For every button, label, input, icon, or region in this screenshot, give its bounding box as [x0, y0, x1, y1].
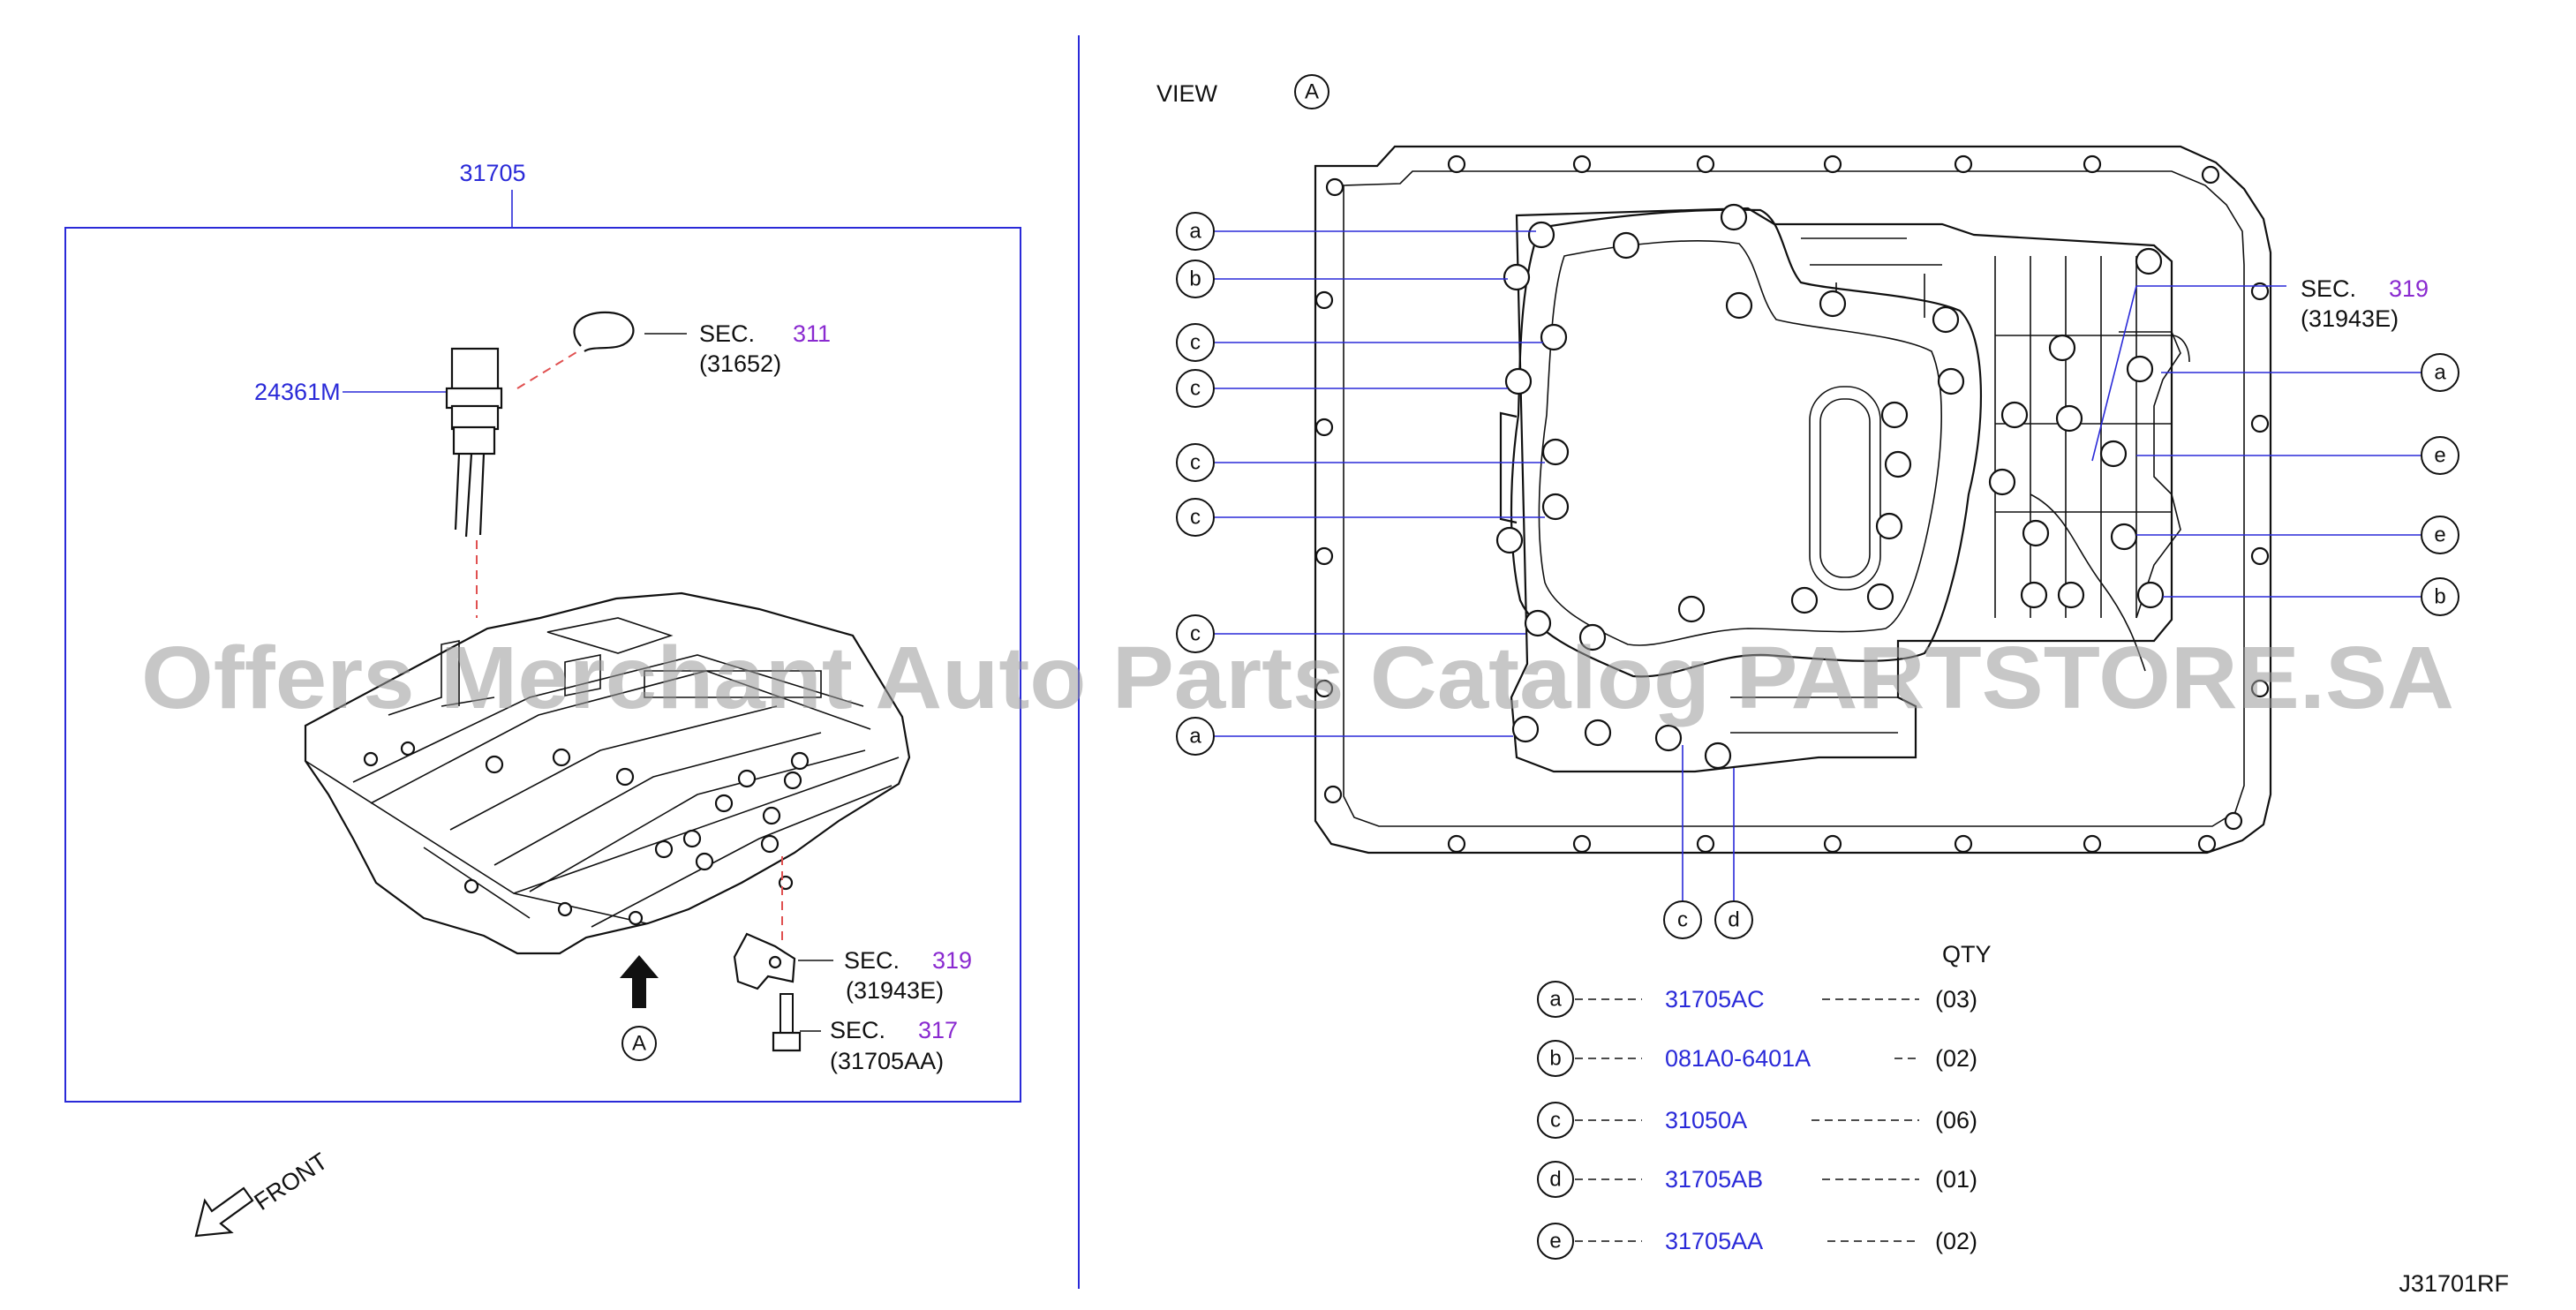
callout-e-right-2[interactable]	[2421, 516, 2459, 554]
callout-c-left-3[interactable]	[1176, 443, 1215, 482]
front-label: FRONT	[250, 1148, 333, 1216]
callout-d-bottom[interactable]	[1714, 900, 1753, 939]
sec-label-311: SEC.	[699, 320, 755, 347]
svg-text:a: a	[1549, 988, 1562, 1012]
callout-a-left-1[interactable]	[1176, 212, 1215, 251]
svg-text:c: c	[1190, 377, 1201, 401]
svg-text:d: d	[1549, 1168, 1561, 1192]
sec-number-319-left[interactable]: 319	[932, 947, 972, 974]
callout-b-right[interactable]	[2421, 577, 2459, 616]
sec-part-31652: (31652)	[699, 350, 781, 377]
assembly-frame	[64, 227, 1021, 1103]
sec-label-319-right: SEC.	[2301, 275, 2356, 302]
control-valve-body-illustration	[304, 591, 911, 955]
legend-qty-b: (02)	[1935, 1045, 1977, 1072]
svg-text:c: c	[1190, 506, 1201, 530]
assembly-part-number[interactable]: 31705	[459, 160, 525, 186]
legend-qty-e: (02)	[1935, 1228, 1977, 1254]
bolt-icon	[772, 993, 802, 1052]
legend-part-a[interactable]: 31705AC	[1665, 986, 1765, 1013]
legend-row-e[interactable]: e 31705AA (02)	[1537, 1223, 1977, 1260]
callout-c-left-2[interactable]	[1176, 369, 1215, 408]
right-bolt-callouts: a e e b	[2136, 353, 2459, 616]
svg-text:A: A	[632, 1032, 646, 1056]
legend-qty-a: (03)	[1935, 986, 1977, 1013]
svg-text:b: b	[1549, 1047, 1561, 1071]
sec-label-319-left: SEC.	[844, 947, 900, 974]
view-direction-arrow	[620, 955, 659, 1008]
view-label: VIEW	[1156, 80, 1218, 107]
legend-part-c[interactable]: 31050A	[1665, 1107, 1747, 1133]
bottom-bolt-callouts: c d	[1663, 745, 1753, 939]
svg-text:b: b	[2434, 585, 2445, 609]
callout-c-left-1[interactable]	[1176, 323, 1215, 362]
legend-part-e[interactable]: 31705AA	[1665, 1228, 1763, 1254]
bracket-icon	[733, 932, 796, 990]
callout-c-left-4[interactable]	[1176, 498, 1215, 537]
view-marker-right	[1294, 74, 1329, 109]
legend-row-a[interactable]: a 31705AC (03)	[1537, 981, 1977, 1018]
qty-header: QTY	[1942, 941, 1992, 967]
sec-number-317[interactable]: 317	[918, 1017, 958, 1043]
right-panel: VIEW A	[1156, 74, 2459, 939]
svg-text:c: c	[1677, 908, 1688, 932]
figure-code: J31701RF	[2399, 1270, 2509, 1297]
svg-text:e: e	[2434, 444, 2445, 468]
svg-text:a: a	[2434, 361, 2446, 385]
view-marker-left	[621, 1026, 657, 1061]
sensor-connector-icon	[445, 347, 503, 538]
svg-text:c: c	[1550, 1109, 1561, 1133]
legend-qty-d: (01)	[1935, 1166, 1977, 1193]
legend-row-c[interactable]: c 31050A (06)	[1537, 1102, 1977, 1139]
legend-part-b[interactable]: 081A0-6401A	[1665, 1045, 1811, 1072]
svg-text:a: a	[1189, 725, 1201, 749]
left-bolt-callouts: a b c c c c c a	[1176, 212, 1545, 756]
callout-c-bottom[interactable]	[1663, 900, 1702, 939]
svg-text:c: c	[1190, 622, 1201, 646]
callout-c-left-5[interactable]	[1176, 614, 1215, 653]
callout-e-right-1[interactable]	[2421, 436, 2459, 475]
oil-pan-gasket-outline	[1314, 145, 2272, 855]
bolt-legend-table: QTY a 31705AC (03) b 081A0-6401A (02) c …	[1537, 941, 1992, 1260]
svg-text:e: e	[1549, 1230, 1561, 1254]
svg-text:A: A	[1305, 80, 1319, 104]
sec-part-31943E-right: (31943E)	[2301, 305, 2399, 332]
legend-qty-c: (06)	[1935, 1107, 1977, 1133]
svg-text:a: a	[1189, 220, 1201, 244]
front-arrow-icon	[194, 1186, 254, 1238]
legend-row-d[interactable]: d 31705AB (01)	[1537, 1161, 1977, 1198]
sec-part-31705AA: (31705AA)	[830, 1048, 944, 1074]
sec-number-311[interactable]: 311	[793, 320, 831, 347]
callout-b-left-1[interactable]	[1176, 260, 1215, 298]
clip-icon	[573, 311, 635, 352]
callout-a-left-2[interactable]	[1176, 717, 1215, 756]
svg-text:c: c	[1190, 451, 1201, 475]
svg-text:e: e	[2434, 523, 2445, 547]
sec-number-319-right[interactable]: 319	[2389, 275, 2429, 302]
legend-row-b[interactable]: b 081A0-6401A (02)	[1537, 1040, 1977, 1077]
sensor-part-number[interactable]: 24361M	[254, 379, 341, 405]
svg-text:b: b	[1189, 267, 1201, 291]
sec-part-31943E-left: (31943E)	[846, 977, 944, 1004]
legend-part-d[interactable]: 31705AB	[1665, 1166, 1763, 1193]
watermark: Offers Merchant Auto Parts Catalog PARTS…	[141, 629, 2454, 727]
valve-body-plate	[1495, 203, 2190, 773]
sec-label-317: SEC.	[830, 1017, 885, 1043]
callout-a-right[interactable]	[2421, 353, 2459, 392]
svg-text:d: d	[1728, 908, 1739, 932]
svg-text:c: c	[1190, 331, 1201, 355]
